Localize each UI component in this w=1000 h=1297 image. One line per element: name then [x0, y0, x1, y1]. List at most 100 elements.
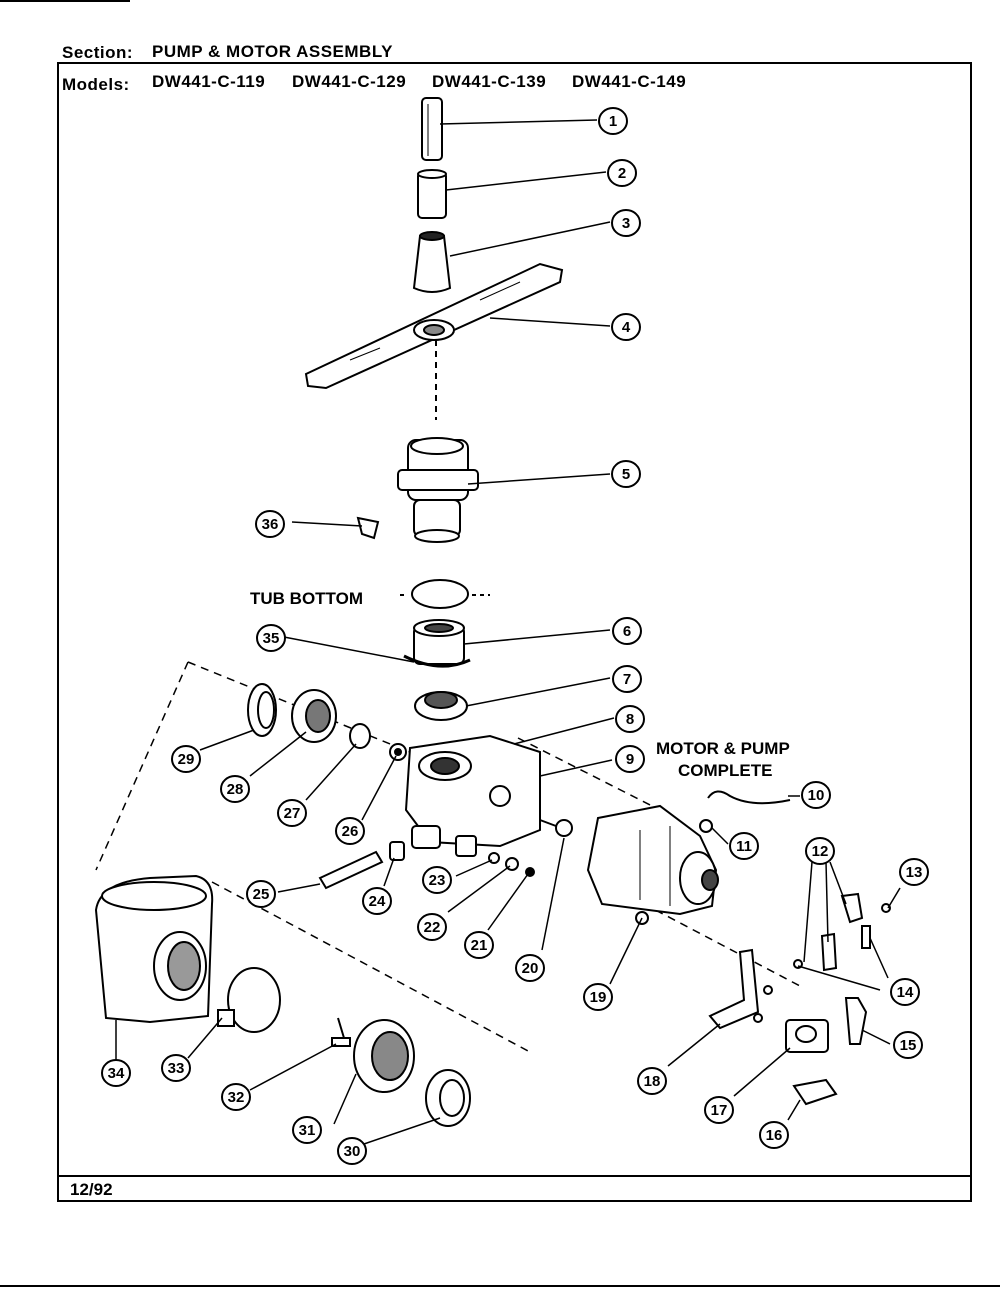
callout-circle: [598, 107, 628, 135]
callout-circle: [161, 1054, 191, 1082]
callout-circle: [422, 866, 452, 894]
callout-circle: [362, 887, 392, 915]
part-14-spring: [793, 925, 871, 969]
tub-bottom-o-ring: [398, 579, 490, 609]
callout-circle: [637, 1067, 667, 1095]
callout-number: 19: [590, 989, 607, 1006]
part-12-bracket: [820, 892, 864, 972]
part-13-clip: [881, 903, 891, 913]
callout-31: 31: [292, 1116, 322, 1144]
part-6-seal: [413, 619, 465, 665]
part-27-cap: [349, 723, 371, 749]
callout-number: 34: [108, 1065, 125, 1082]
bottom-rule: [0, 1285, 1000, 1287]
revision-date: 12/92: [70, 1180, 113, 1199]
callout-circle: [615, 745, 645, 773]
callout-number: 4: [622, 319, 631, 336]
callout-circle: [221, 1083, 251, 1111]
callout-circle: [171, 745, 201, 773]
callout-number: 16: [766, 1127, 783, 1144]
part-9-motor: [586, 804, 719, 916]
models-label: Models:: [62, 75, 130, 94]
callout-4: 4: [611, 313, 641, 341]
callout-36: 36: [255, 510, 285, 538]
callout-circle: [335, 817, 365, 845]
top-rule: [0, 0, 130, 2]
part-36-clip: [356, 516, 380, 540]
callout-number: 25: [253, 886, 270, 903]
callout-number: 22: [424, 919, 441, 936]
callout-17: 17: [704, 1096, 734, 1124]
part-7-impeller: [414, 691, 468, 721]
part-4-spray-arm: [304, 262, 564, 390]
callout-18: 18: [637, 1067, 667, 1095]
part-25-shaft: [318, 850, 384, 890]
motor-pump-complete-label: COMPLETE: [678, 761, 772, 780]
callout-33: 33: [161, 1054, 191, 1082]
section-label: Section:: [62, 43, 134, 62]
callout-13: 13: [899, 858, 929, 886]
part-2-sleeve: [417, 169, 447, 219]
callout-circle: [464, 931, 494, 959]
callout-20: 20: [515, 954, 545, 982]
callout-8: 8: [615, 705, 645, 733]
part-26-washer: [389, 743, 407, 761]
callout-circle: [611, 313, 641, 341]
callout-circle: [611, 460, 641, 488]
callout-number: 12: [812, 843, 829, 860]
callout-number: 5: [622, 466, 630, 483]
callout-circle: [256, 624, 286, 652]
part-33-clamp-ring: [217, 967, 281, 1033]
callout-number: 6: [623, 623, 631, 640]
part-29-ring: [247, 683, 277, 737]
callout-number: 30: [344, 1143, 361, 1160]
callout-circle: [893, 1031, 923, 1059]
callout-number: 23: [429, 872, 446, 889]
callout-26: 26: [335, 817, 365, 845]
callout-15: 15: [893, 1031, 923, 1059]
part-35-clamp: [403, 654, 471, 668]
motor-pump-label: MOTOR & PUMP: [656, 739, 790, 758]
callout-10: 10: [801, 781, 831, 809]
callout-3: 3: [611, 209, 641, 237]
callout-number: 32: [228, 1089, 245, 1106]
leader-lines: [115, 119, 901, 1145]
callout-number: 13: [906, 864, 923, 881]
callout-number: 33: [168, 1060, 185, 1077]
part-16-actuator: [792, 1078, 838, 1106]
callout-25: 25: [246, 880, 276, 908]
part-32-spring: [331, 1017, 351, 1047]
callout-number: 7: [623, 671, 631, 688]
callout-number: 27: [284, 805, 301, 822]
tub-bottom-label: TUB BOTTOM: [250, 589, 363, 608]
callout-circle: [255, 510, 285, 538]
part-18-bracket: [708, 948, 773, 1030]
part-8-pump-body: [404, 734, 541, 857]
callout-21: 21: [464, 931, 494, 959]
callout-number: 36: [262, 516, 279, 533]
model-number: DW441-C-149: [572, 72, 687, 91]
callout-29: 29: [171, 745, 201, 773]
callout-circle: [277, 799, 307, 827]
callout-9: 9: [615, 745, 645, 773]
callout-number: 10: [808, 787, 825, 804]
callout-circle: [612, 665, 642, 693]
callout-number: 31: [299, 1122, 316, 1139]
callout-circle: [607, 159, 637, 187]
part-1-tube: [421, 97, 443, 161]
callout-number: 28: [227, 781, 244, 798]
part-28-cover: [291, 689, 337, 743]
callout-32: 32: [221, 1083, 251, 1111]
callout-number: 26: [342, 823, 359, 840]
callout-circle: [805, 837, 835, 865]
callout-12: 12: [805, 837, 835, 865]
callout-22: 22: [417, 913, 447, 941]
callout-circle: [220, 775, 250, 803]
callout-14: 14: [890, 978, 920, 1006]
model-number: DW441-C-129: [292, 72, 407, 91]
callout-circle: [890, 978, 920, 1006]
callout-6: 6: [612, 617, 642, 645]
callout-number: 8: [626, 711, 634, 728]
